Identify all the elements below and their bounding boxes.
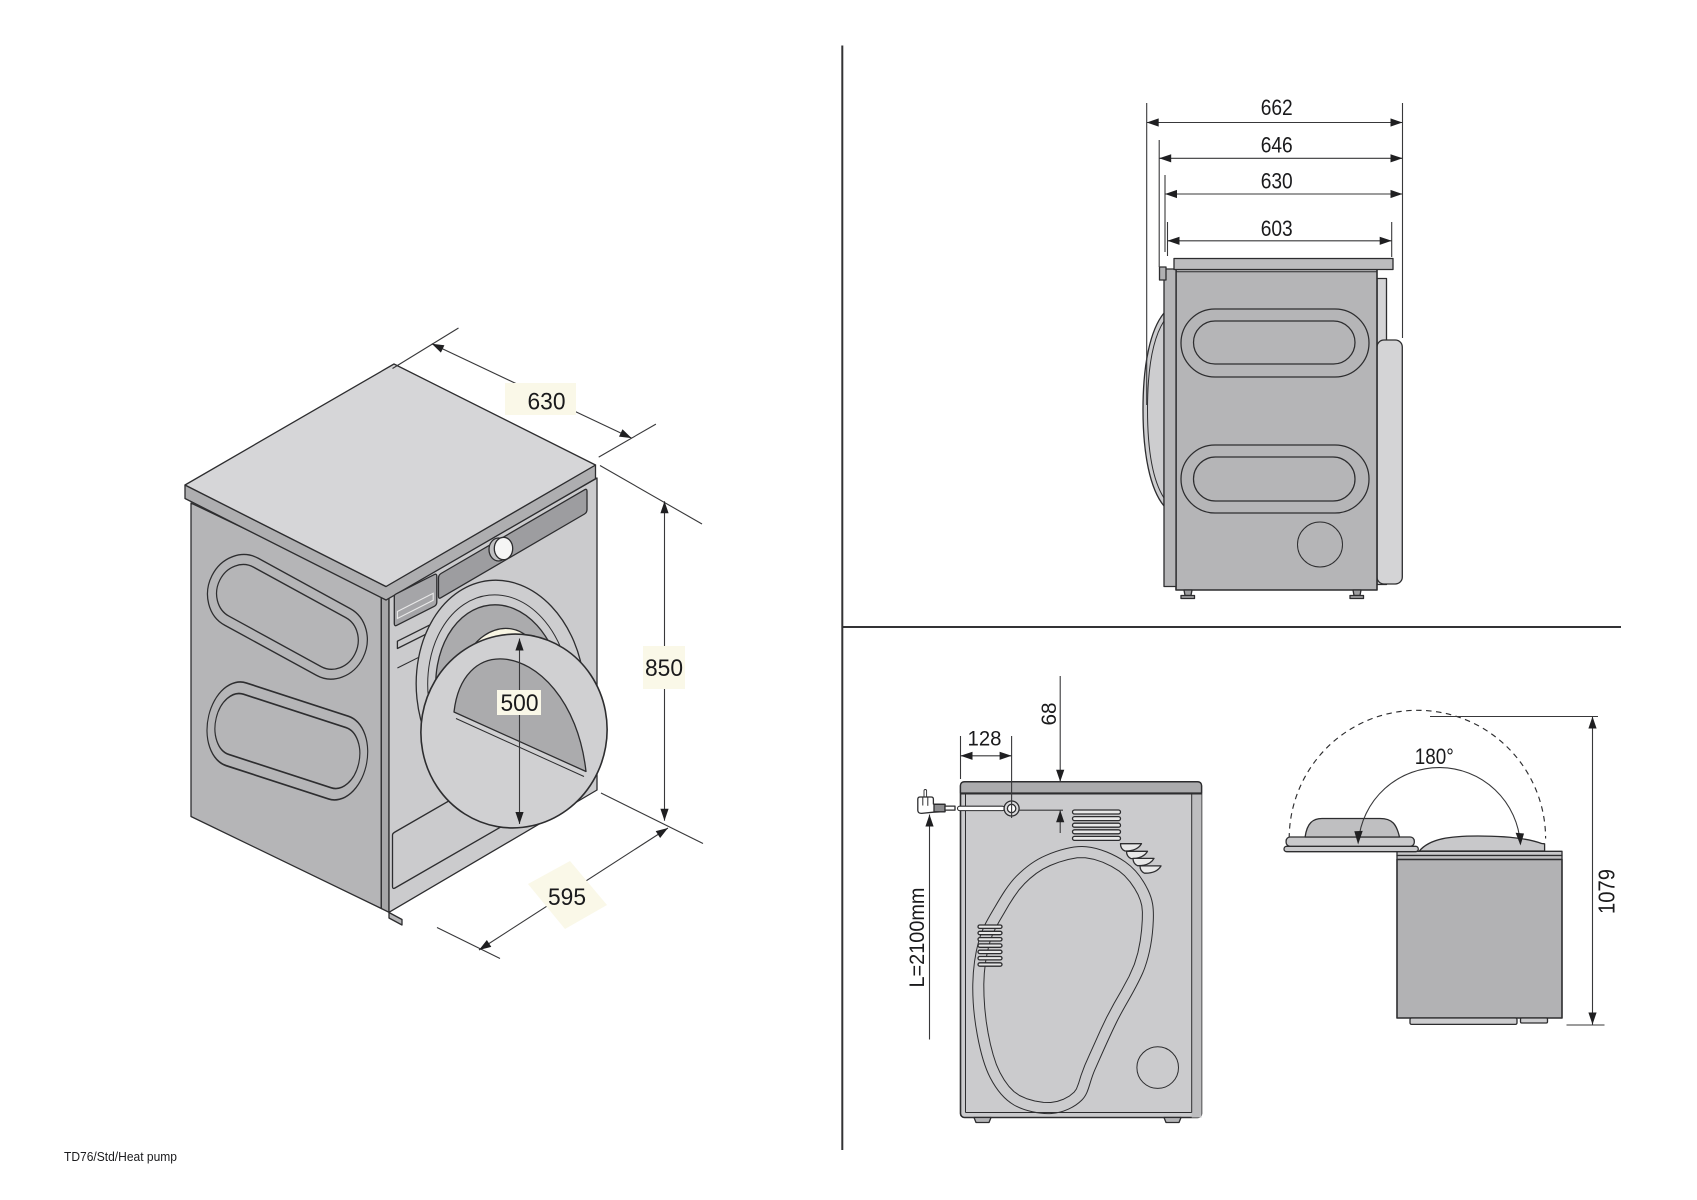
svg-text:603: 603 <box>1261 216 1293 241</box>
svg-text:180°: 180° <box>1415 744 1454 769</box>
svg-text:68: 68 <box>1038 703 1061 726</box>
svg-text:500: 500 <box>501 690 539 717</box>
svg-text:595: 595 <box>548 884 586 911</box>
svg-text:1079: 1079 <box>1594 869 1620 914</box>
svg-text:630: 630 <box>528 389 566 416</box>
svg-text:128: 128 <box>968 728 1002 751</box>
svg-text:850: 850 <box>645 655 683 682</box>
svg-text:L=2100mm: L=2100mm <box>906 888 929 988</box>
svg-text:TD76/Std/Heat pump: TD76/Std/Heat pump <box>64 1149 177 1164</box>
svg-text:630: 630 <box>1261 169 1293 194</box>
svg-text:662: 662 <box>1261 95 1293 120</box>
svg-text:646: 646 <box>1261 133 1293 158</box>
